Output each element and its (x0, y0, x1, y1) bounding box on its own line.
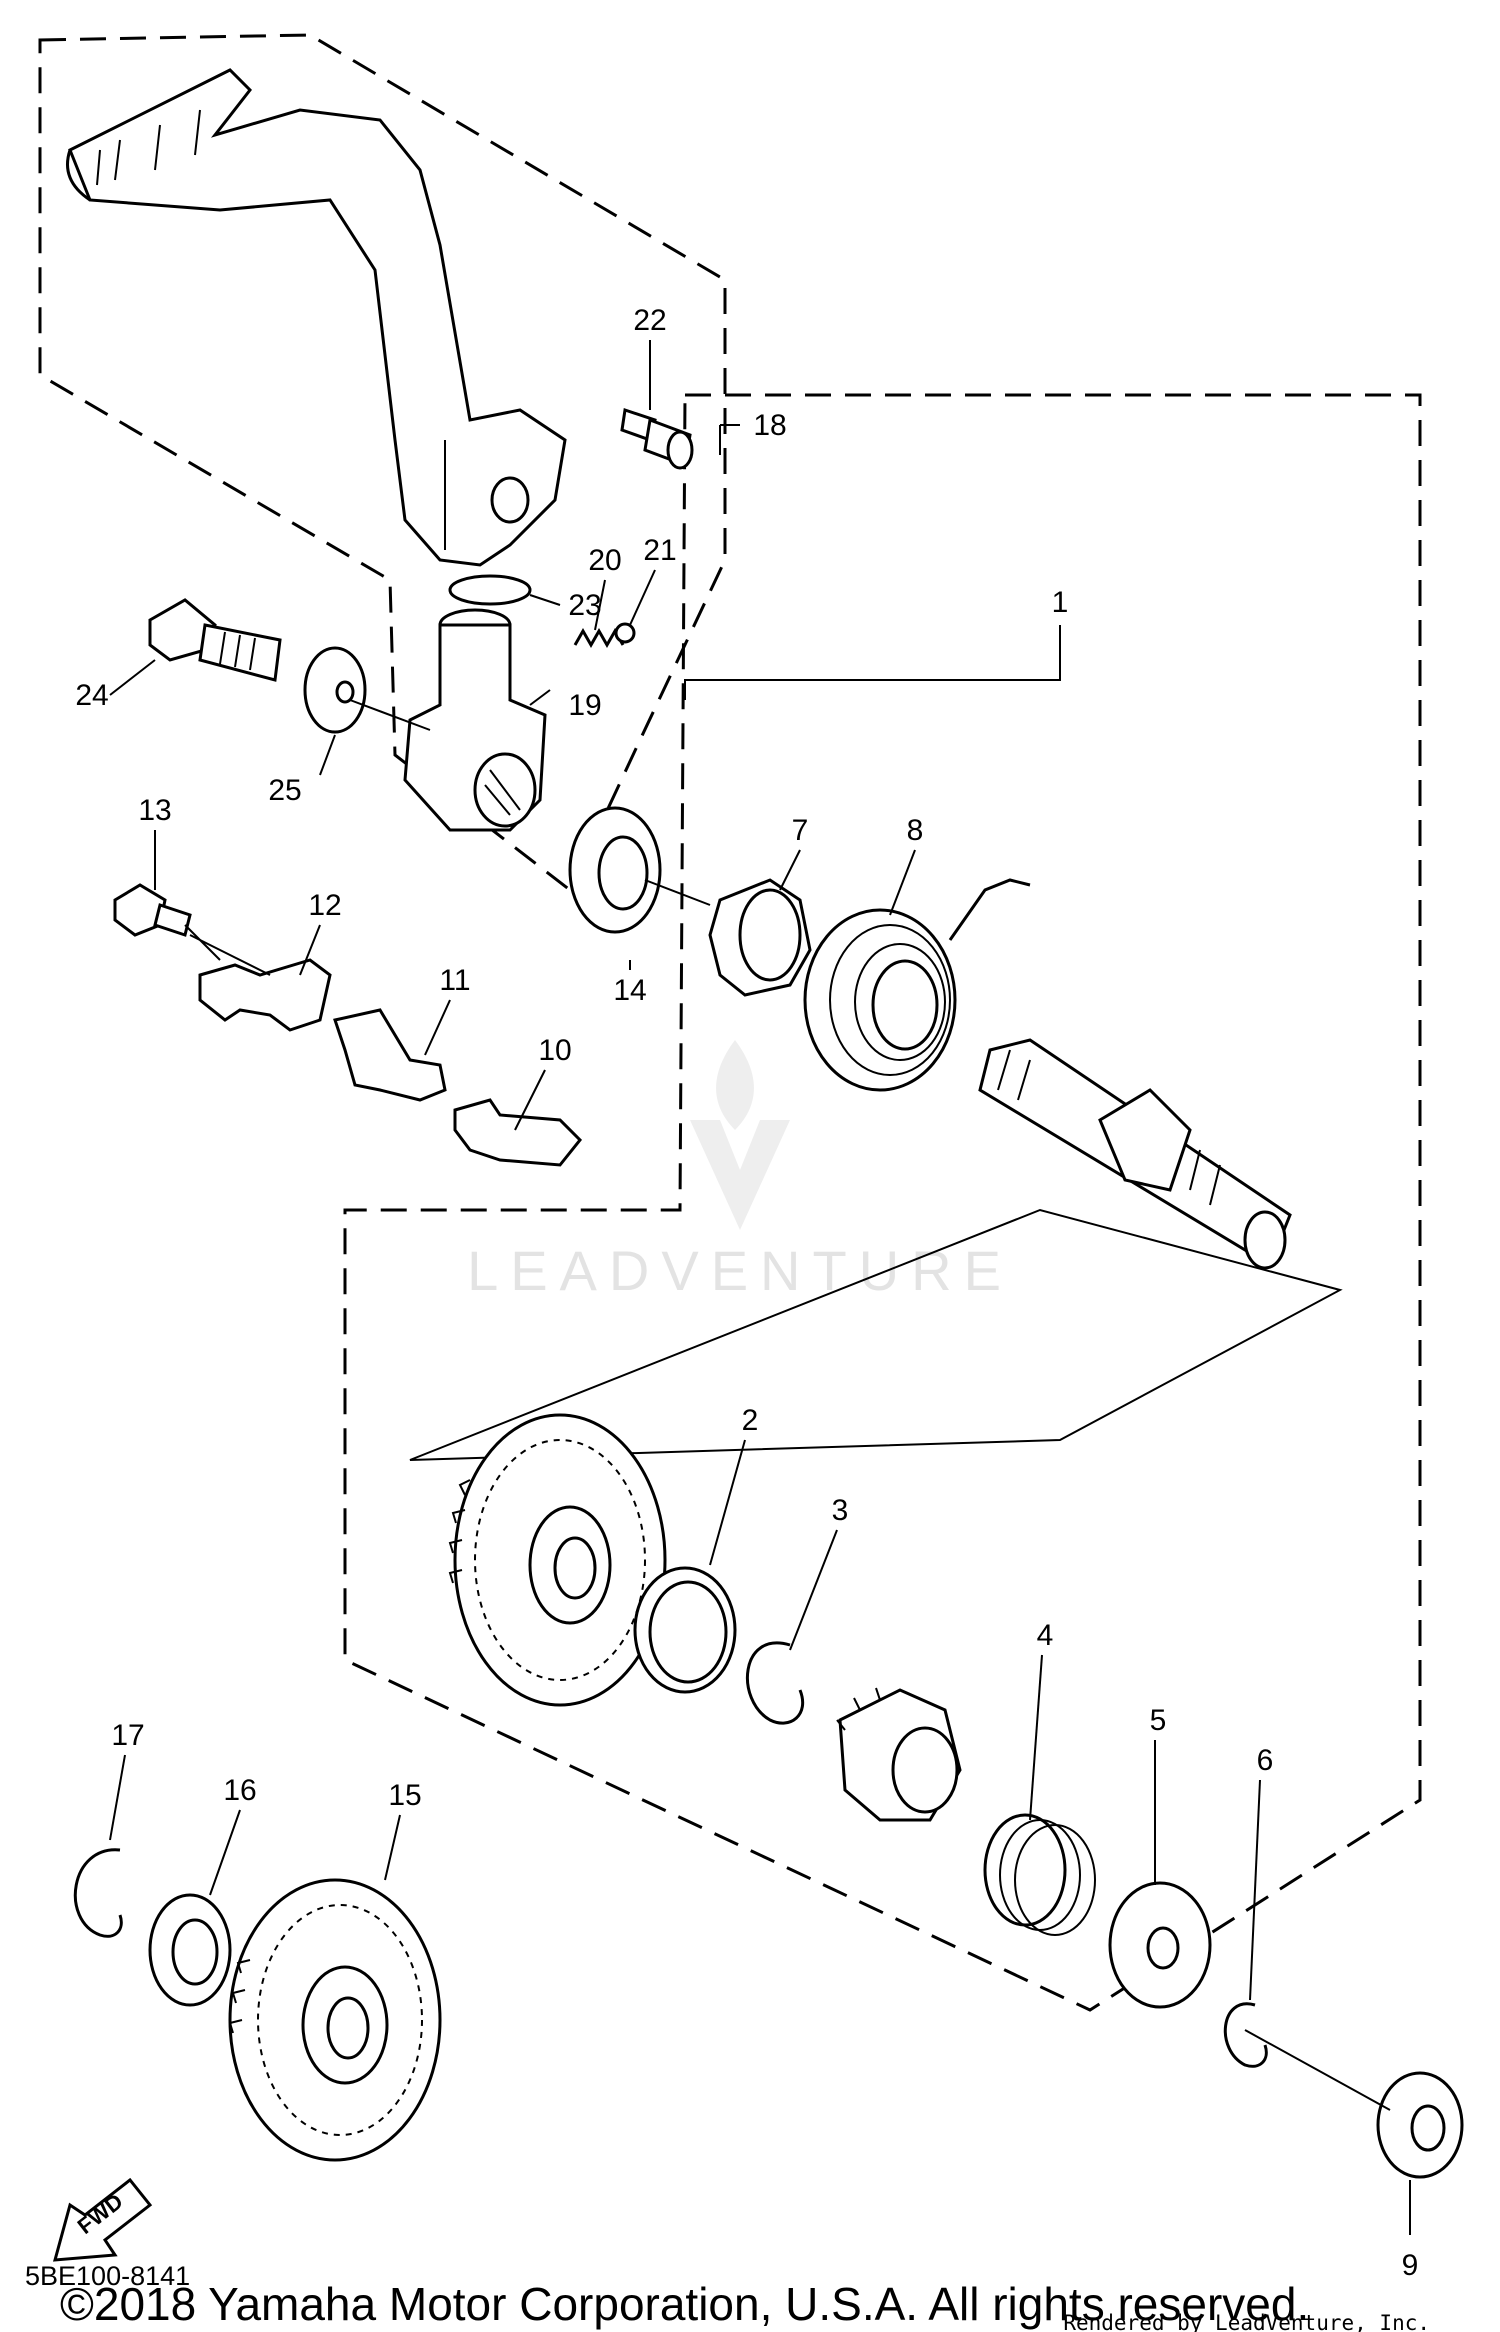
bolt-13-part (113, 883, 192, 937)
rendered-by-credit: Rendered by LeadVenture, Inc. (1063, 2311, 1430, 2332)
ball-21-part (614, 622, 636, 644)
callout-10: 10 (538, 1034, 571, 1067)
bolt-22-part (620, 408, 694, 470)
idler-gear-15-part (228, 1878, 442, 2162)
assembly-guide-line (409, 1208, 1343, 1461)
callout-17: 17 (111, 1719, 144, 1752)
callout-23: 23 (568, 589, 601, 622)
callout-18: 18 (753, 409, 786, 442)
callout-16: 16 (223, 1774, 256, 1807)
kick-boss-19-part (403, 608, 547, 832)
washer-2-part (633, 1566, 737, 1694)
callout-7: 7 (792, 814, 809, 847)
circlip-6-part (1223, 2002, 1268, 2068)
ratchet-wheel-part (836, 1687, 962, 1822)
circlip-17-part (73, 1848, 123, 1938)
callout-9: 9 (1402, 2249, 1419, 2282)
callout-15: 15 (388, 1779, 421, 1812)
callout-21: 21 (643, 534, 676, 567)
callout-20: 20 (588, 544, 621, 577)
callout-11: 11 (439, 964, 470, 997)
torsion-spring-8-part (803, 878, 1031, 1092)
kick-axle-shaft-part (978, 1038, 1292, 1270)
callout-4: 4 (1037, 1619, 1054, 1652)
leadventure-watermark: LEADVENTURE (467, 1040, 1013, 1302)
plate-12-part (198, 958, 332, 1032)
forward-direction-arrow: FWD (52, 2177, 153, 2262)
washer-23-part (448, 574, 532, 606)
spring-guide-7-part (708, 878, 812, 997)
callout-5: 5 (1150, 1704, 1167, 1737)
callout-14: 14 (613, 974, 646, 1007)
callout-22: 22 (633, 304, 666, 337)
callout-1: 1 (1052, 586, 1069, 619)
diagram-part-code: 5BE100-8141 (25, 2261, 190, 2291)
spring-4-part (983, 1813, 1096, 1936)
circlip-3-part (746, 1641, 805, 1725)
callout-24: 24 (75, 679, 108, 712)
washer-9-part (1376, 2071, 1464, 2179)
guide-11-part (333, 1008, 447, 1102)
kick-crank-part (66, 68, 567, 567)
guide-10-part (453, 1098, 583, 1167)
leader-lines (109, 340, 1411, 2235)
oil-seal-14-part (568, 806, 662, 934)
callout-2: 2 (742, 1404, 759, 1437)
callout-8: 8 (907, 814, 924, 847)
callout-3: 3 (832, 1494, 849, 1527)
washer-5-part (1108, 1881, 1212, 2009)
copyright-notice: ©2018 Yamaha Motor Corporation, U.S.A. A… (60, 2278, 1309, 2330)
washer-25-part (303, 646, 367, 734)
washer-16-part (148, 1893, 232, 2007)
callout-6: 6 (1257, 1744, 1274, 1777)
callout-labels: 1 2 3 4 5 6 7 8 9 10 11 12 13 14 15 16 1… (75, 304, 1418, 2282)
bolt-24-part (148, 598, 282, 682)
callout-19: 19 (568, 689, 601, 722)
kick-axle-assembly-boundary (343, 393, 1422, 2012)
watermark-text: LEADVENTURE (467, 1239, 1013, 1302)
callout-25: 25 (268, 774, 301, 807)
callout-12: 12 (308, 889, 341, 922)
kick-gear-part (448, 1413, 667, 1707)
callout-13: 13 (138, 794, 171, 827)
